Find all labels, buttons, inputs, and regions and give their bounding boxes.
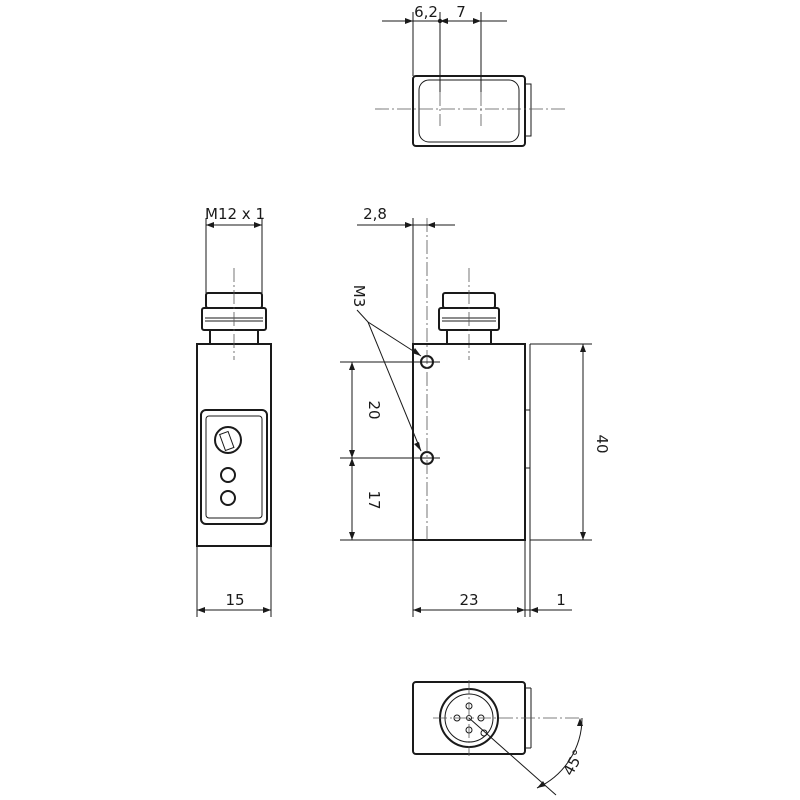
label-m3: M3 — [350, 285, 368, 308]
dim-45-deg: 45° — [559, 747, 587, 779]
dim-thread: M12 x 1 — [205, 205, 265, 223]
bottom-view: 45° — [412, 680, 588, 796]
dim-6-2: 6,2 — [414, 3, 438, 21]
front-view: M12 x 1 15 — [196, 205, 272, 617]
dim-23: 23 — [459, 591, 478, 609]
dim-2-8: 2,8 — [363, 205, 387, 223]
side-view: 20 17 2,8 M3 40 23 1 — [340, 205, 611, 617]
dim-1: 1 — [556, 591, 566, 609]
top-view: 6,2 7 — [375, 3, 568, 147]
dim-40: 40 — [593, 434, 611, 453]
dim-20: 20 — [365, 400, 383, 419]
dim-15: 15 — [225, 591, 244, 609]
dim-7: 7 — [456, 3, 466, 21]
dim-17: 17 — [365, 490, 383, 509]
